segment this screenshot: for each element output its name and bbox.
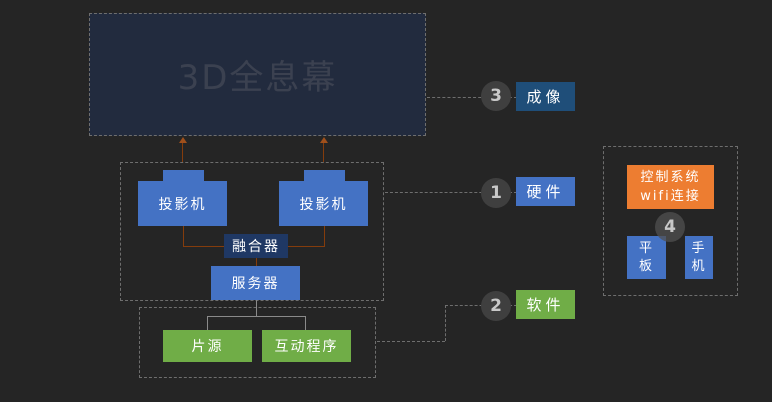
projector-right: 投影机 [279,181,368,226]
cable-left-vertical [183,226,184,246]
phone-box: 手 机 [685,236,713,279]
interactive-program-box: 互动程序 [262,330,351,362]
callout-1-number: 1 [490,183,502,203]
callout-2-line-b [445,305,446,341]
callout-2-label: 软件 [526,296,565,314]
callout-3-label: 成像 [526,88,565,106]
callout-2-number: 2 [490,296,502,316]
callout-3-number: 3 [490,86,502,106]
control-system-box: 控制系统 wifi连接 [627,165,714,209]
cable-fuser-server [256,258,257,267]
holographic-screen: 3D全息幕 [89,13,426,136]
callout-3-badge: 3 [481,81,511,111]
control-badge: 4 [655,212,685,242]
callout-1-tag: 硬件 [516,177,575,206]
projection-arrow-right [323,140,324,162]
projector-right-lens [304,170,345,182]
arrowhead-left-icon [179,137,187,143]
software-branch-horizontal [207,316,306,317]
callout-1-line [385,192,517,193]
interactive-program-label: 互动程序 [274,339,339,355]
callout-2-badge: 2 [481,291,511,321]
callout-1-badge: 1 [481,178,511,208]
cable-right-vertical [324,226,325,246]
fuser-label: 融合器 [232,239,280,255]
callout-2-tag: 软件 [516,290,575,319]
software-branch-left [207,316,208,330]
software-branch-right [305,316,306,330]
callout-3-tag: 成像 [516,82,575,111]
projection-arrow-left [182,140,183,162]
server-label: 服务器 [231,276,280,292]
arrowhead-right-icon [320,137,328,143]
callout-3-line [427,97,517,98]
fuser-box: 融合器 [224,234,288,258]
hardware-group [120,162,384,301]
tablet-label: 平 板 [638,240,654,274]
source-label: 片源 [191,339,224,355]
control-number: 4 [664,217,676,237]
projector-right-label: 投影机 [299,196,348,213]
cable-left-horizontal [183,246,225,247]
control-system-label: 控制系统 wifi连接 [640,170,701,204]
projector-left: 投影机 [138,181,227,226]
phone-label: 手 机 [691,240,707,274]
server-box: 服务器 [211,266,300,300]
server-to-software-line [256,300,257,316]
projector-left-label: 投影机 [158,196,207,213]
projector-left-lens [163,170,204,182]
software-group [139,307,376,378]
tablet-box: 平 板 [627,236,666,279]
callout-2-line-a [377,341,445,342]
source-box: 片源 [163,330,252,362]
screen-title: 3D全息幕 [177,58,338,98]
cable-right-horizontal [288,246,325,247]
control-group [603,146,738,296]
callout-1-label: 硬件 [526,183,565,201]
